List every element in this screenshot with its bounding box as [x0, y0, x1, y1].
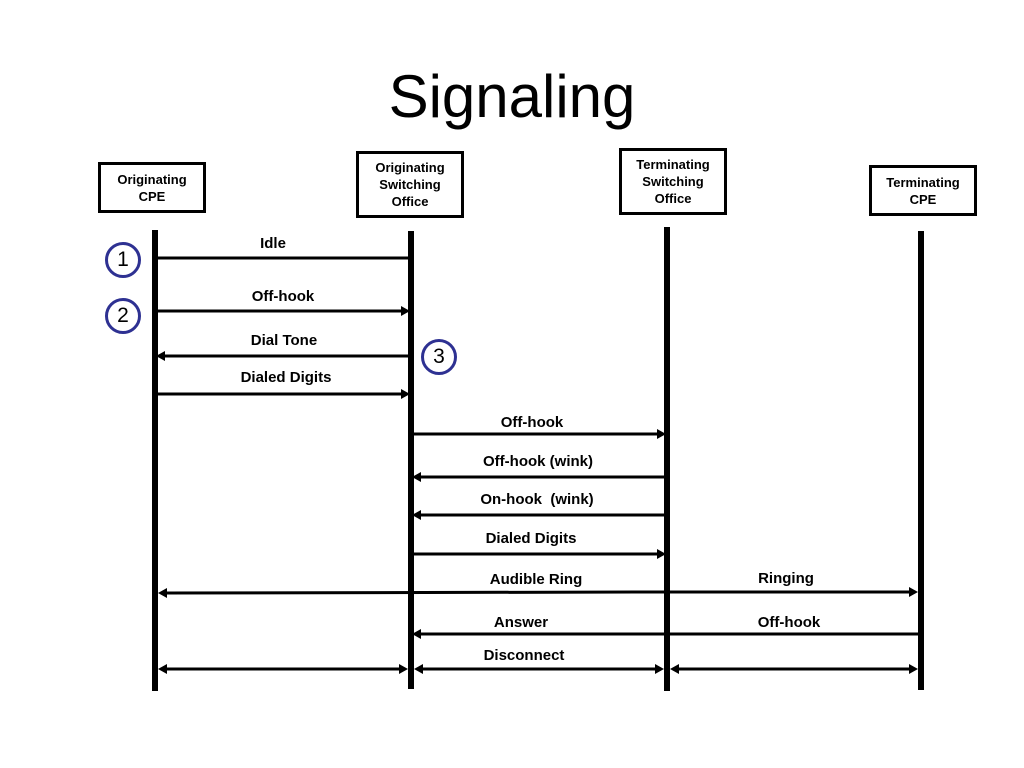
msg-label-answer: Answer — [493, 614, 549, 631]
msg-label-idle: Idle — [260, 235, 286, 252]
lifeline-terminating-switching-office — [664, 227, 670, 691]
msg-label-off-hook-1: Off-hook — [251, 288, 315, 305]
arrowhead-dialed-digits-1 — [401, 389, 410, 399]
arrowhead-dialed-digits-2 — [657, 549, 666, 559]
slide-title: Signaling — [388, 63, 636, 130]
step-marker-3: 3 — [421, 339, 457, 375]
msg-label-dialed-digits-2: Dialed Digits — [485, 530, 577, 547]
arrowhead-on-hook-wink — [412, 510, 421, 520]
arrowhead-disconnect-2l — [414, 664, 423, 674]
msg-label-on-hook-wink: On-hook (wink) — [480, 491, 594, 508]
lifeline-terminating-cpe — [918, 231, 924, 690]
arrowhead-disconnect-3r — [909, 664, 918, 674]
party-terminating-cpe: Terminating CPE — [869, 165, 977, 216]
arrowhead-disconnect-1l — [158, 664, 167, 674]
party-originating-switching-office: Originating Switching Office — [356, 151, 464, 218]
arrowhead-disconnect-1r — [399, 664, 408, 674]
party-terminating-switching-office: Terminating Switching Office — [619, 148, 727, 215]
msg-label-off-hook-2: Off-hook — [500, 414, 564, 431]
arrowhead-audible-ring — [158, 588, 167, 598]
msg-label-dial-tone: Dial Tone — [250, 332, 318, 349]
party-originating-cpe: Originating CPE — [98, 162, 206, 213]
step-marker-1: 1 — [105, 242, 141, 278]
msg-label-audible-ring: Audible Ring — [489, 571, 583, 588]
arrowhead-answer — [412, 629, 421, 639]
msg-label-dialed-digits-1: Dialed Digits — [240, 369, 332, 386]
arrowhead-dial-tone — [156, 351, 165, 361]
arrowhead-disconnect-2r — [655, 664, 664, 674]
arrowhead-off-hook-wink — [412, 472, 421, 482]
step-marker-2: 2 — [105, 298, 141, 334]
arrowhead-disconnect-3l — [670, 664, 679, 674]
msg-label-off-hook-3: Off-hook — [757, 614, 821, 631]
msg-label-disconnect: Disconnect — [483, 647, 565, 664]
lifeline-originating-switching-office — [408, 231, 414, 689]
lifeline-originating-cpe — [152, 230, 158, 691]
msg-label-off-hook-wink: Off-hook (wink) — [483, 453, 593, 470]
msg-label-ringing: Ringing — [758, 570, 814, 587]
arrowhead-off-hook-1 — [401, 306, 410, 316]
arrowhead-ringing — [909, 587, 918, 597]
arrowhead-off-hook-2 — [657, 429, 666, 439]
arrow-audible-ring — [165, 590, 665, 595]
